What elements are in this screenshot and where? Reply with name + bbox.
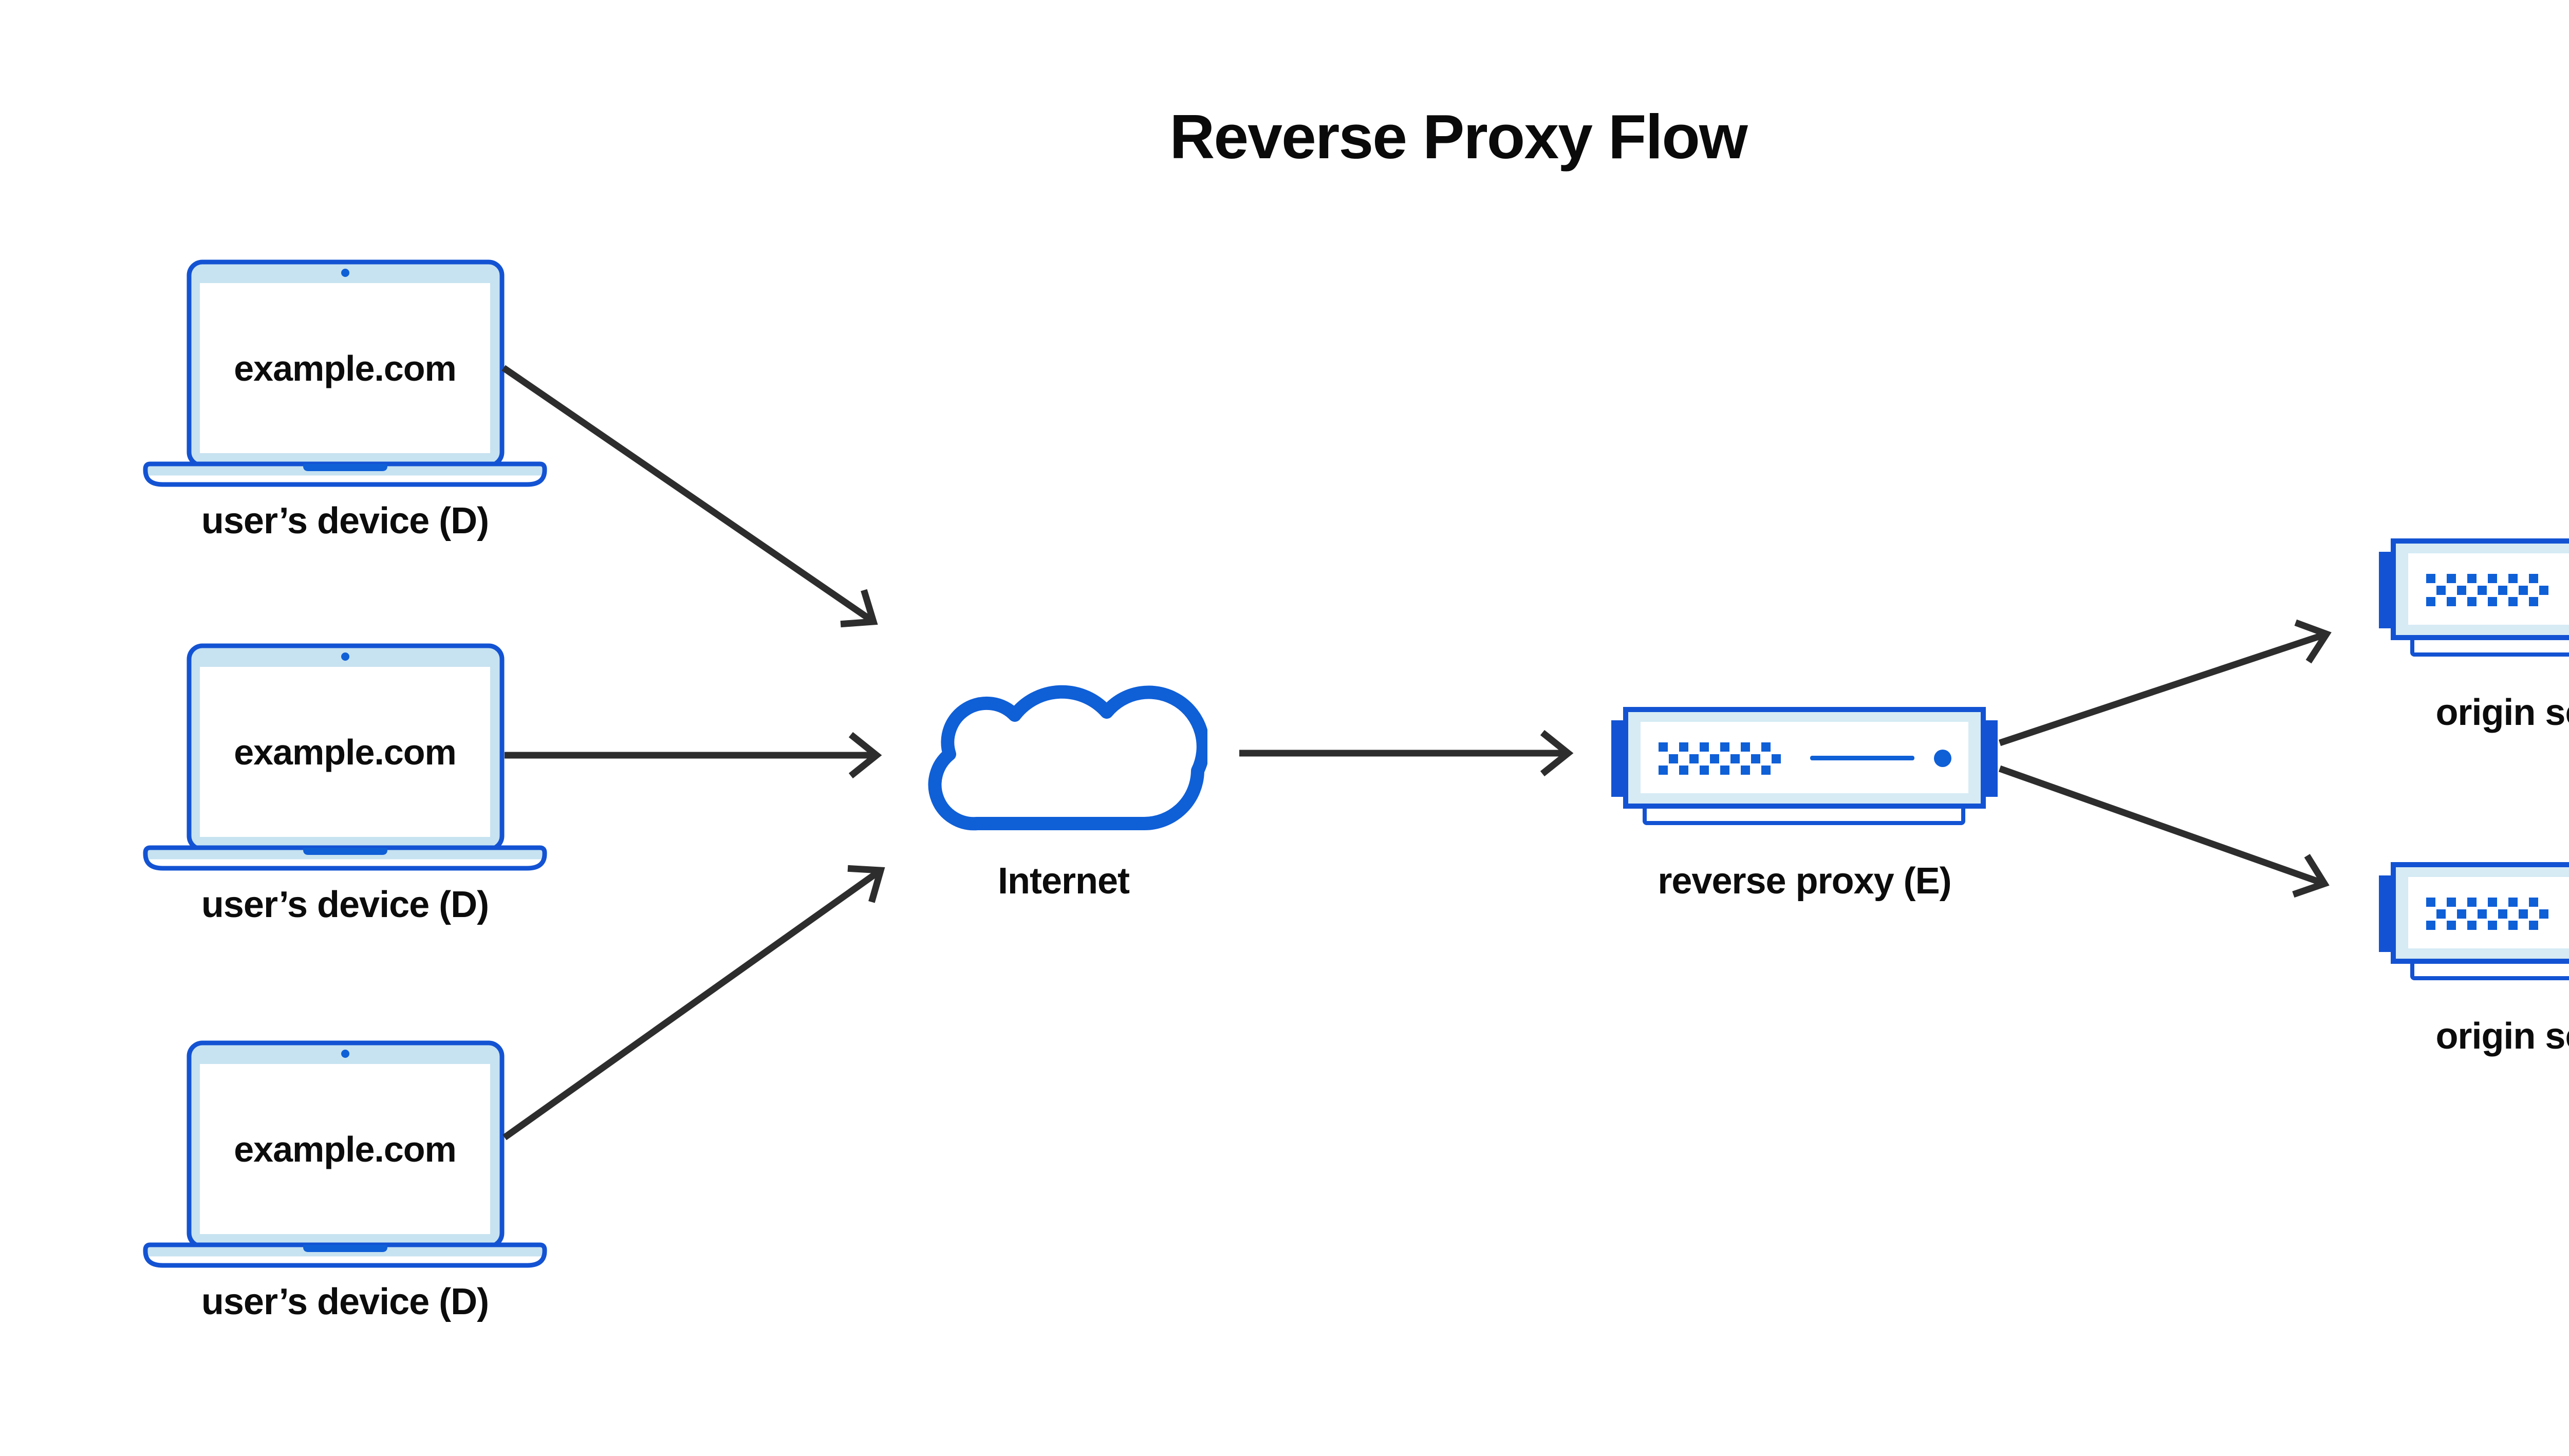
- device-screen-url: example.com: [234, 1129, 457, 1169]
- origin-server-1: origin server (F): [2379, 538, 2569, 732]
- arrow-proxy-to-origin1: [1998, 619, 2332, 746]
- internet-label: Internet: [997, 861, 1130, 902]
- arrow-device1-to-internet: [501, 365, 878, 628]
- user-device-2: example.com user’s device (D): [143, 643, 547, 924]
- user-device-3: example.com user’s device (D): [143, 1040, 547, 1321]
- origin-server-2: origin server (F): [2379, 862, 2569, 1055]
- origin-server-label: origin server (F): [2435, 1016, 2569, 1057]
- device-screen-url: example.com: [234, 348, 457, 388]
- page-title: Reverse Proxy Flow: [1169, 102, 1748, 172]
- origin-server-label: origin server (F): [2435, 692, 2569, 733]
- user-device-1: example.com user’s device (D): [143, 259, 547, 540]
- arrow-proxy-to-origin2: [1998, 765, 2330, 898]
- reverse-proxy-label: reverse proxy (E): [1658, 861, 1951, 902]
- arrow-device3-to-internet: [502, 865, 885, 1141]
- user-device-label: user’s device (D): [201, 884, 489, 925]
- cloud-icon: [928, 685, 1207, 831]
- user-device-label: user’s device (D): [201, 500, 489, 542]
- reverse-proxy-node: reverse proxy (E): [1611, 707, 1998, 900]
- device-screen-url: example.com: [234, 732, 457, 772]
- internet-node: Internet: [920, 666, 1207, 900]
- user-device-label: user’s device (D): [201, 1281, 489, 1322]
